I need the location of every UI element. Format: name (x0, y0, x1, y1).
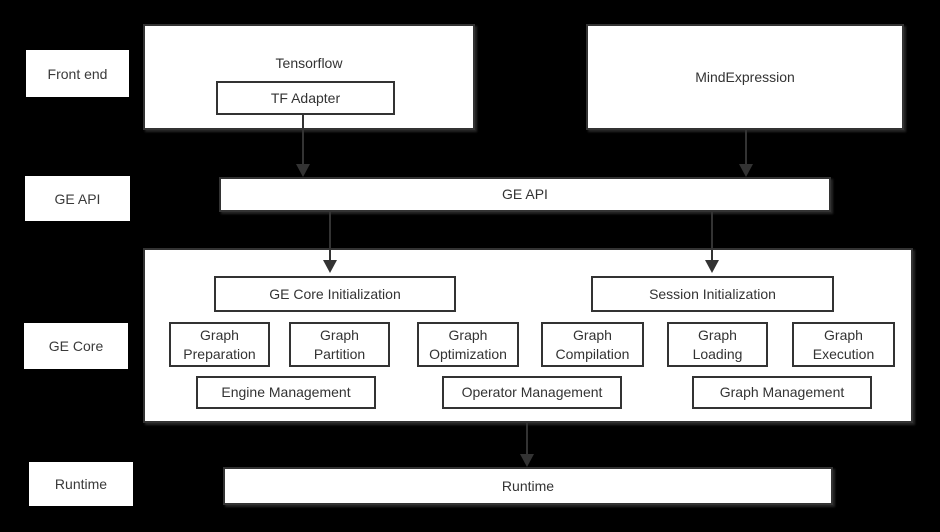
graph-management-label: Graph Management (719, 384, 845, 401)
arrow-mind-expression-to-ge-api (739, 130, 753, 177)
arrow-head-icon (705, 260, 719, 273)
graph-execution-box: Graph Execution (792, 322, 895, 367)
graph-loading-label: Graph Loading (692, 327, 743, 362)
arrow-ge-api-to-ge-core-initialization (323, 212, 337, 273)
operator-management-label: Operator Management (461, 384, 603, 401)
tier-label-runtime-text: Runtime (54, 476, 108, 492)
tensorflow-box: Tensorflow TF Adapter (143, 24, 475, 130)
graph-partition-label: Graph Partition (313, 327, 366, 362)
engine-management-label: Engine Management (221, 384, 351, 401)
ge-core-initialization-box: GE Core Initialization (214, 276, 456, 312)
operator-management-box: Operator Management (442, 376, 622, 409)
tier-label-front-end-text: Front end (47, 65, 108, 82)
arrow-ge-core-to-runtime (520, 423, 534, 467)
arrow-shaft (745, 130, 747, 166)
mind-expression-label: MindExpression (695, 68, 795, 85)
graph-compilation-label: Graph Compilation (555, 327, 630, 362)
tensorflow-label: Tensorflow (275, 55, 343, 71)
graph-optimization-label: Graph Optimization (429, 327, 507, 362)
mind-expression-box: MindExpression (586, 24, 904, 130)
arrow-shaft (329, 212, 331, 262)
session-initialization-label: Session Initialization (649, 285, 776, 302)
runtime-bar: Runtime (223, 467, 833, 505)
runtime-label: Runtime (501, 477, 555, 494)
graph-preparation-label: Graph Preparation (183, 327, 256, 362)
graph-management-box: Graph Management (692, 376, 872, 409)
tier-label-ge-core: GE Core (24, 323, 128, 369)
graph-compilation-box: Graph Compilation (541, 322, 644, 367)
ge-core-box: GE Core Initialization Session Initializ… (143, 248, 913, 423)
engine-management-box: Engine Management (196, 376, 376, 409)
ge-api-bar: GE API (219, 177, 831, 212)
arrow-shaft (711, 212, 713, 262)
graph-optimization-box: Graph Optimization (417, 322, 519, 367)
arrow-shaft (526, 423, 528, 456)
tf-adapter-label: TF Adapter (270, 89, 341, 106)
tier-label-ge-core-text: GE Core (48, 338, 104, 354)
arrow-head-icon (739, 164, 753, 177)
ge-core-initialization-label: GE Core Initialization (269, 285, 401, 302)
tier-label-runtime: Runtime (29, 462, 133, 506)
tf-adapter-box: TF Adapter (216, 81, 395, 115)
graph-loading-box: Graph Loading (667, 322, 768, 367)
tier-label-front-end: Front end (26, 50, 129, 97)
arrow-head-icon (296, 164, 310, 177)
graph-partition-box: Graph Partition (289, 322, 390, 367)
arrow-tf-adapter-to-ge-api (296, 113, 310, 177)
arrow-shaft (302, 113, 304, 166)
arrow-ge-api-to-session-initialization (705, 212, 719, 273)
arrow-head-icon (323, 260, 337, 273)
session-initialization-box: Session Initialization (591, 276, 834, 312)
tier-label-ge-api: GE API (25, 176, 130, 221)
tier-label-ge-api-text: GE API (54, 190, 101, 207)
graph-preparation-box: Graph Preparation (169, 322, 270, 367)
arrow-head-icon (520, 454, 534, 467)
graph-execution-label: Graph Execution (812, 327, 875, 362)
ge-api-label: GE API (502, 186, 548, 203)
